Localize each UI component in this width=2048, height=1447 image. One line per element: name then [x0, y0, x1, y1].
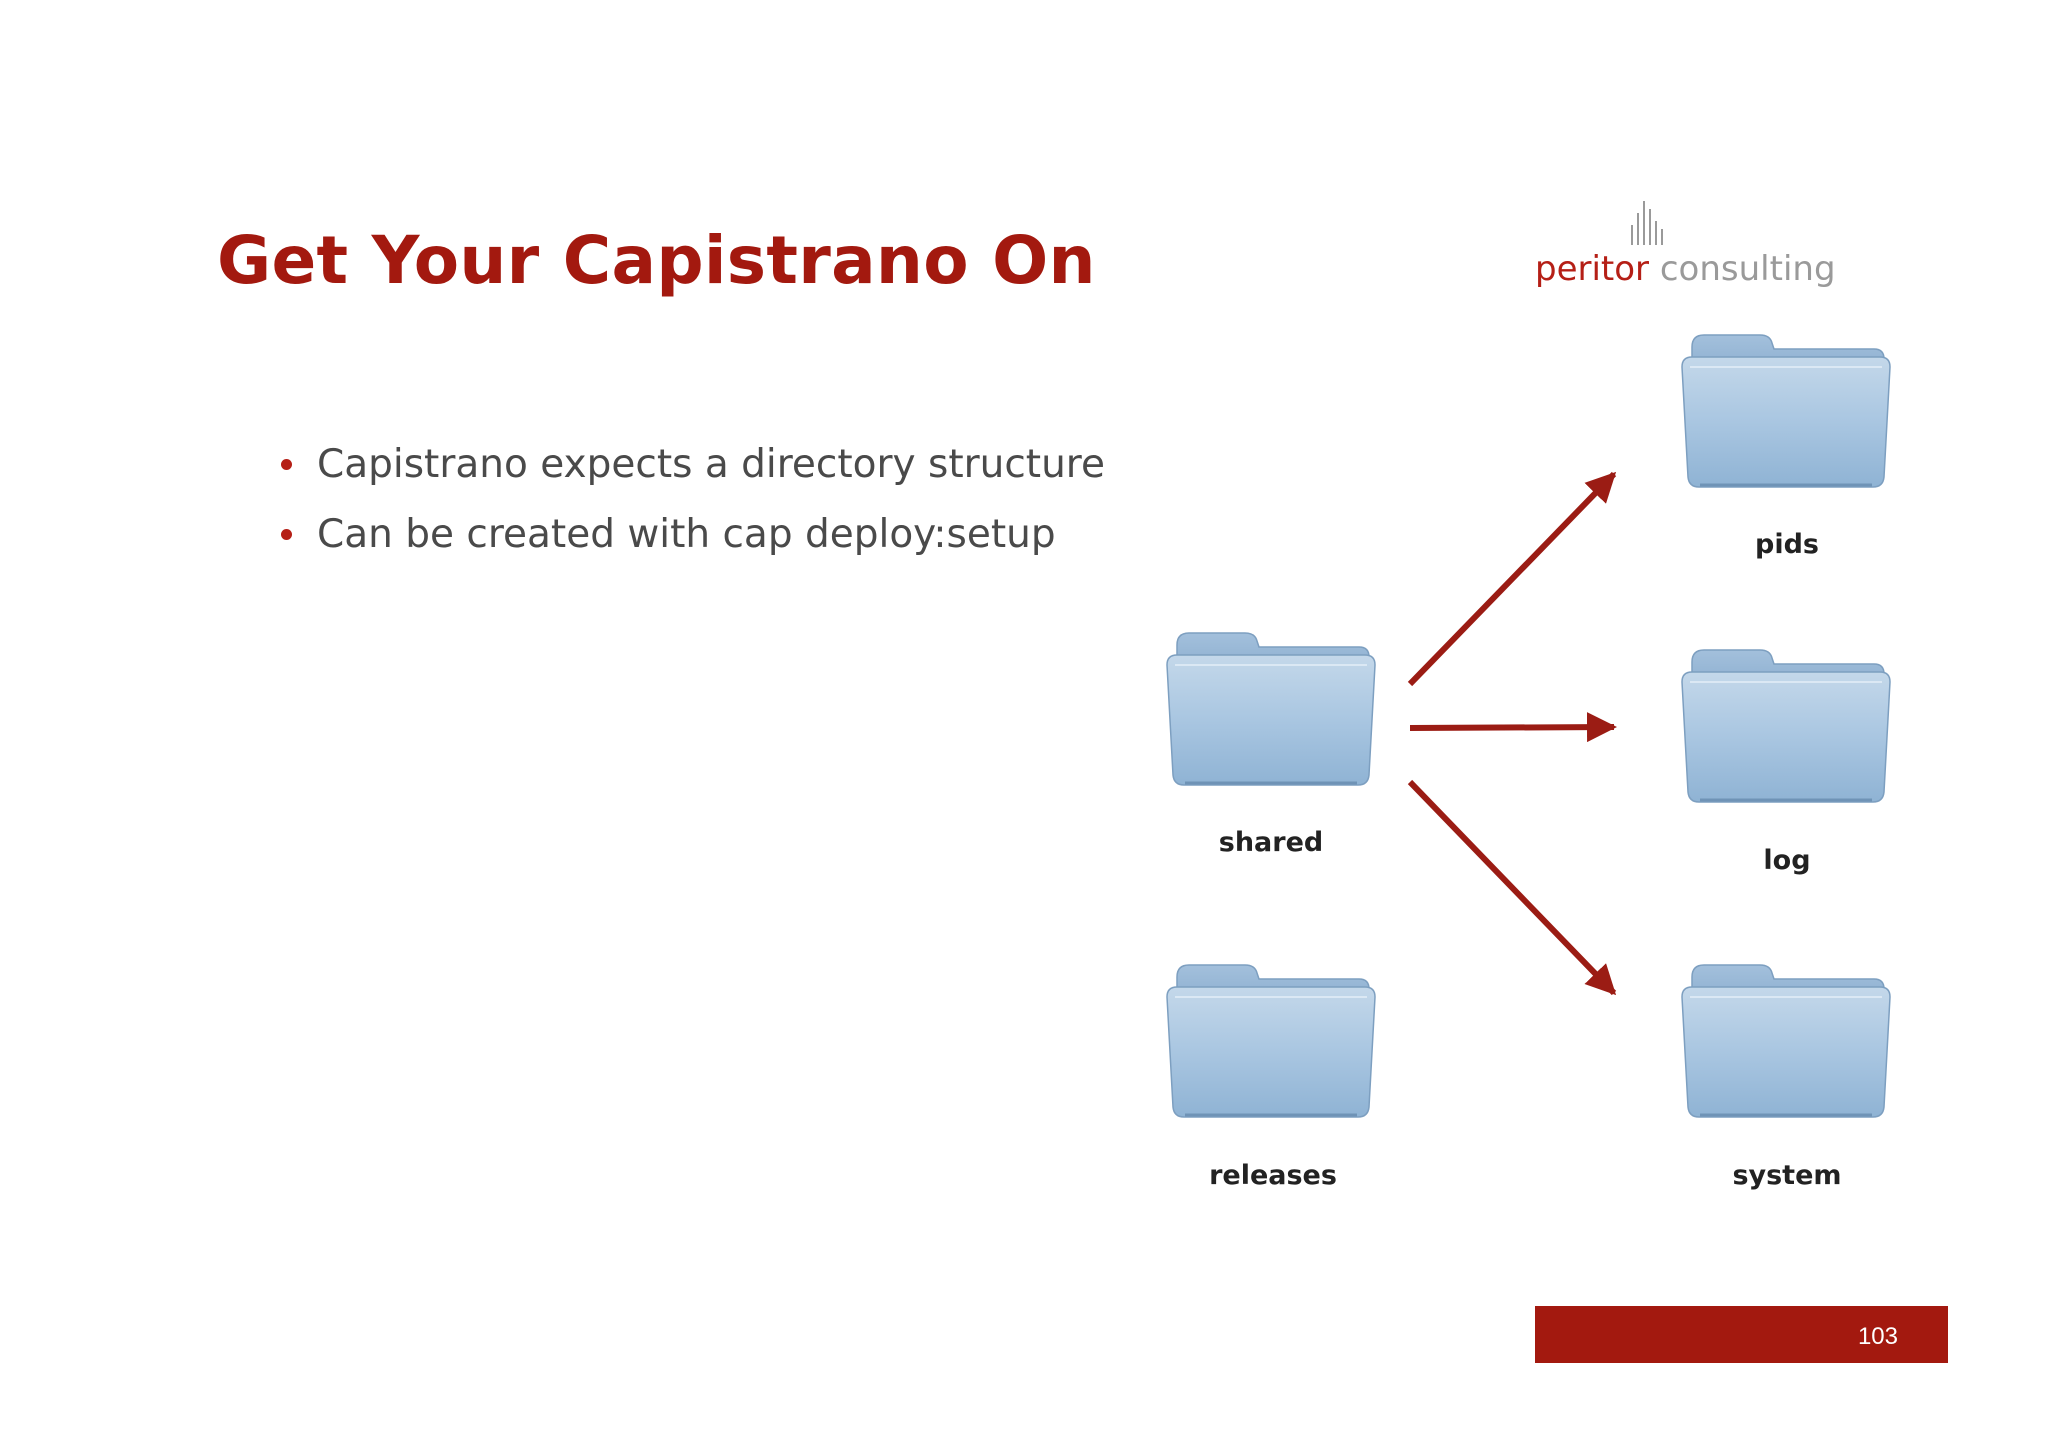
folder-icon: [1163, 957, 1379, 1121]
arrow-to-log: [1409, 712, 1617, 743]
page-number-bar: 103: [1535, 1306, 1948, 1363]
folder-label-shared: shared: [1218, 827, 1324, 858]
bullet-text: Can be created with cap deploy:setup: [317, 512, 1056, 557]
folder-label-system: system: [1732, 1160, 1842, 1191]
bullet-dot-icon: [281, 529, 292, 540]
bullet-item: Can be created with cap deploy:setup: [275, 505, 1105, 575]
company-logo: peritor consulting: [1535, 195, 1836, 295]
bullet-text: Capistrano expects a directory structure: [317, 442, 1105, 487]
arrow-to-pids: [1407, 471, 1617, 687]
folder-icon: [1678, 327, 1894, 491]
logo-wordmark: peritor consulting: [1535, 249, 1836, 289]
folder-label-log: log: [1763, 845, 1811, 876]
logo-secondary-text: consulting: [1659, 249, 1836, 289]
logo-bars-icon: [1631, 201, 1663, 245]
folder-icon: [1163, 625, 1379, 789]
page-number: 103: [1857, 1323, 1898, 1350]
arrow-to-system: [1407, 779, 1617, 996]
slide-title: Get Your Capistrano On: [217, 222, 1096, 299]
bullet-item: Capistrano expects a directory structure: [275, 435, 1105, 505]
bullet-dot-icon: [281, 459, 292, 470]
folder-icon: [1678, 642, 1894, 806]
logo-primary-text: peritor: [1535, 249, 1650, 289]
folder-label-releases: releases: [1209, 1160, 1337, 1191]
folder-icon: [1678, 957, 1894, 1121]
folder-label-pids: pids: [1755, 529, 1819, 560]
bullet-list: Capistrano expects a directory structure…: [275, 435, 1105, 575]
